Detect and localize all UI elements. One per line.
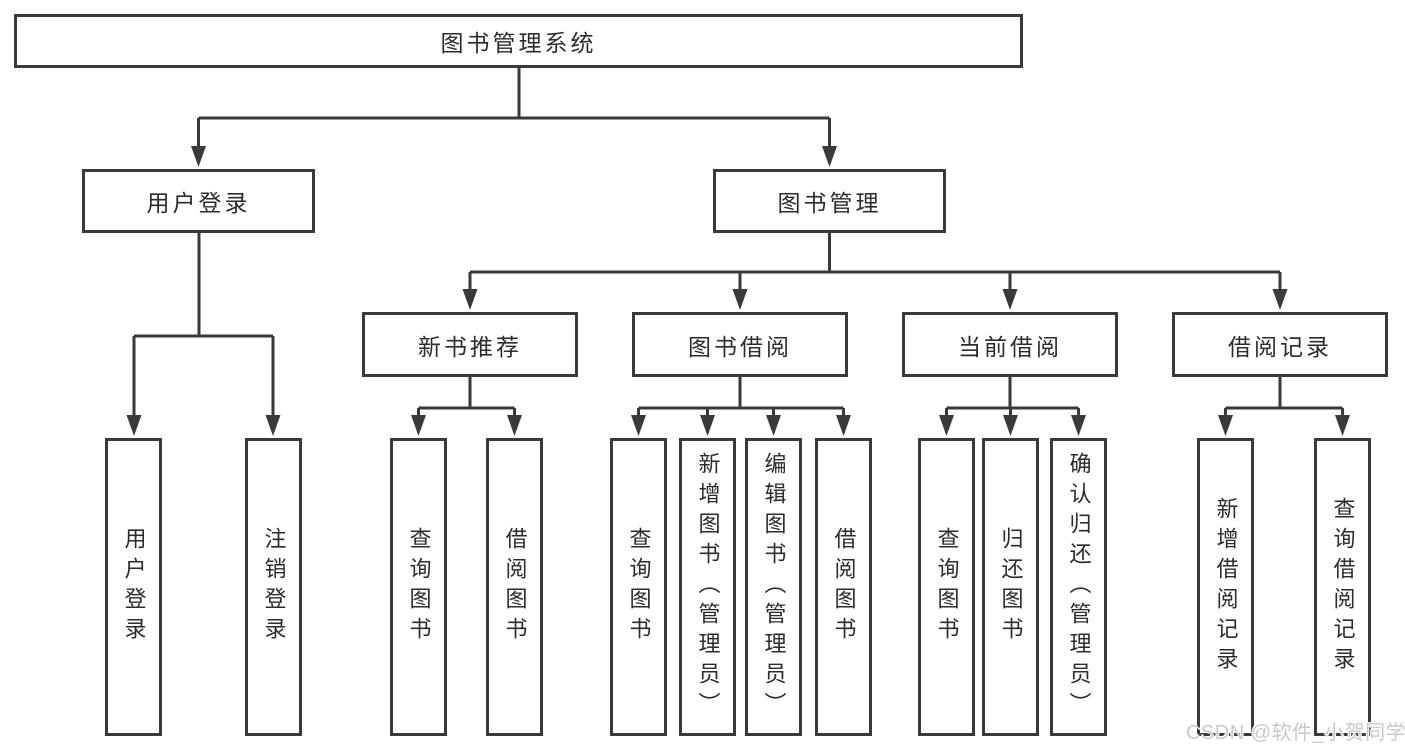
- connector-leaf-shafts: [417, 408, 1344, 424]
- node-user-login-label: 用户登录: [146, 190, 251, 216]
- leaf-bb-add-book-admin: 新增图书（管理员）: [679, 438, 736, 736]
- node-new-book-recommend-label: 新书推荐: [418, 333, 522, 360]
- leaf-user-login: 用户登录: [105, 438, 162, 736]
- arrowhead: [126, 415, 142, 436]
- leaf-bb-query-book: 查询图书: [610, 438, 667, 736]
- leaf-nb-borrow-book-label: 借阅图书: [502, 527, 528, 647]
- arrowhead: [766, 415, 781, 436]
- arrowheads-group: [126, 146, 1350, 436]
- node-book-borrow: 图书借阅: [632, 312, 848, 377]
- arrowhead: [265, 415, 281, 436]
- leaf-cb-return-book-label: 归还图书: [998, 527, 1024, 647]
- leaf-user-login-label: 用户登录: [121, 527, 147, 647]
- leaf-logout: 注销登录: [245, 438, 302, 736]
- leaf-nb-borrow-book: 借阅图书: [486, 438, 543, 736]
- node-borrow-records: 借阅记录: [1172, 312, 1388, 377]
- leaf-bb-add-book-admin-label: 新增图书（管理员）: [695, 452, 721, 722]
- arrowhead: [700, 415, 715, 436]
- arrowhead: [1071, 415, 1086, 436]
- arrowhead: [836, 415, 851, 436]
- leaf-br-query-record: 查询借阅记录: [1314, 438, 1371, 736]
- leaf-bb-query-book-label: 查询图书: [626, 527, 652, 647]
- leaf-cb-query-book: 查询图书: [918, 438, 975, 736]
- arrowhead: [191, 146, 206, 167]
- arrowhead: [1335, 415, 1350, 436]
- node-book-management-label: 图书管理: [777, 190, 882, 216]
- node-current-borrow: 当前借阅: [902, 312, 1118, 377]
- arrowhead: [1003, 415, 1018, 436]
- connector-level3-drops: [468, 377, 1282, 408]
- leaf-cb-confirm-return-admin-label: 确认归还（管理员）: [1066, 452, 1092, 722]
- leaf-cb-return-book: 归还图书: [982, 438, 1039, 736]
- leaf-br-query-record-label: 查询借阅记录: [1330, 497, 1356, 677]
- arrowhead: [507, 415, 522, 436]
- leaf-cb-confirm-return-admin: 确认归还（管理员）: [1050, 438, 1107, 736]
- leaf-logout-label: 注销登录: [261, 527, 287, 647]
- node-book-management: 图书管理: [713, 169, 946, 233]
- node-root-label: 图书管理系统: [440, 30, 597, 56]
- arrowhead: [822, 146, 837, 167]
- leaf-br-add-record: 新增借阅记录: [1197, 438, 1254, 736]
- node-user-login: 用户登录: [82, 169, 315, 233]
- leaf-bb-edit-book-admin: 编辑图书（管理员）: [745, 438, 802, 736]
- leaf-nb-query-book-label: 查询图书: [406, 527, 432, 647]
- arrowhead: [939, 415, 954, 436]
- arrowhead: [1272, 289, 1288, 310]
- connector-level3-shafts: [468, 272, 1282, 296]
- arrowhead: [1218, 415, 1233, 436]
- arrowhead: [411, 415, 426, 436]
- arrowhead: [1002, 289, 1018, 310]
- node-root: 图书管理系统: [14, 14, 1023, 68]
- leaf-bb-borrow-book: 借阅图书: [815, 438, 872, 736]
- connector-user-login-shafts: [132, 336, 275, 424]
- leaf-bb-edit-book-admin-label: 编辑图书（管理员）: [761, 452, 787, 722]
- node-borrow-records-label: 借阅记录: [1228, 333, 1332, 360]
- node-new-book-recommend: 新书推荐: [362, 312, 578, 377]
- connector-level2-shafts: [197, 118, 831, 152]
- watermark: CSDN @软件_小贺同学: [1186, 722, 1405, 744]
- leaf-br-add-record-label: 新增借阅记录: [1213, 497, 1239, 677]
- arrowhead: [732, 289, 748, 310]
- node-book-borrow-label: 图书借阅: [688, 333, 792, 360]
- node-current-borrow-label: 当前借阅: [958, 333, 1062, 360]
- arrowhead: [462, 289, 478, 310]
- leaf-nb-query-book: 查询图书: [390, 438, 447, 736]
- leaf-cb-query-book-label: 查询图书: [934, 527, 960, 647]
- leaf-bb-borrow-book-label: 借阅图书: [831, 527, 857, 647]
- arrowhead: [631, 415, 646, 436]
